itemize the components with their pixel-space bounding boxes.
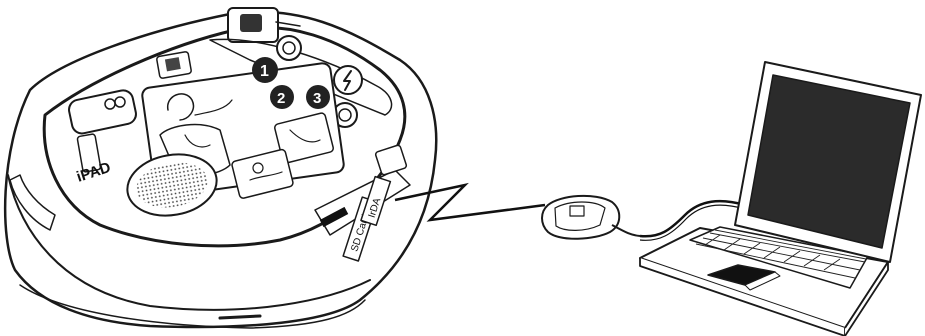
step-number-3: 3 [313, 90, 321, 107]
irda-usb-adapter [542, 196, 640, 239]
aed-handle-icon [240, 14, 262, 32]
power-button [277, 36, 301, 60]
step-number-2: 2 [277, 90, 285, 107]
laptop [640, 62, 921, 336]
aed-foot [220, 316, 260, 318]
aed-device: SD Card IrDA iPAD [5, 8, 436, 328]
step-number-1: 1 [260, 63, 269, 80]
